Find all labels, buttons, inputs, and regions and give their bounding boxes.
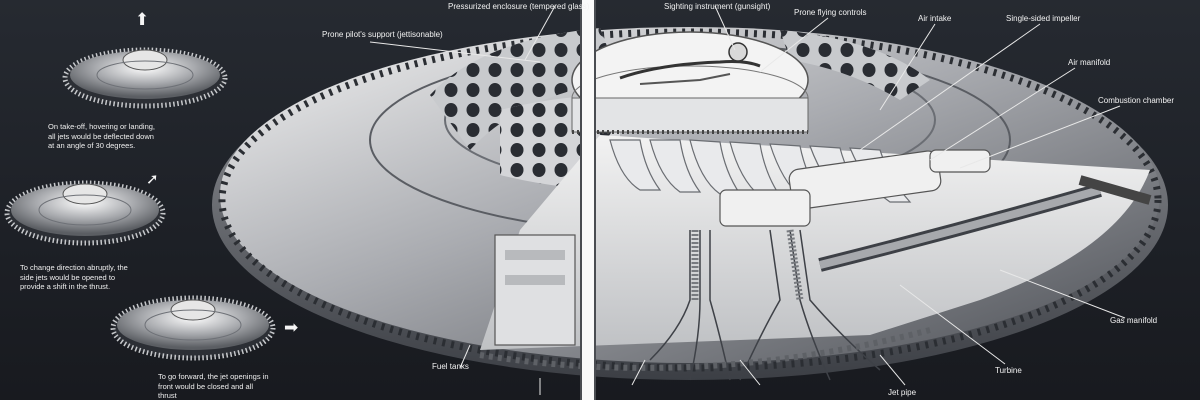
mini-saucer-turn — [4, 180, 166, 246]
label-prone-pilot-support: Prone pilot's support (jettisonable) — [322, 30, 443, 39]
label-single-sided-impeller: Single-sided impeller — [1006, 14, 1081, 23]
label-combustion-chamber: Combustion chamber — [1098, 96, 1175, 105]
leader-lines — [369, 5, 1126, 395]
label-prone-flying-controls: Prone flying controls — [794, 8, 867, 17]
label-fuel-tanks: Fuel tanks — [432, 362, 469, 371]
mini-saucer-forward — [110, 295, 276, 361]
note-forward: To go forward, the jet openings in front… — [158, 372, 269, 400]
page-fold — [580, 0, 596, 400]
diagonal-arrow-icon: ➚ — [146, 170, 159, 188]
up-arrow-icon: ⬆ — [135, 10, 150, 30]
right-arrow-icon: ➡ — [284, 318, 299, 338]
pilot-cockpit — [571, 31, 809, 134]
label-sighting-instrument: Sighting instrument (gunsight) — [664, 2, 771, 11]
label-air-manifold: Air manifold — [1068, 58, 1111, 67]
label-jet-pipe: Jet pipe — [888, 388, 917, 397]
engine-interior — [479, 135, 1152, 381]
note-takeoff: On take-off, hovering or landing, all je… — [48, 122, 156, 151]
label-pressurized-enclosure: Pressurized enclosure (tempered glass) — [448, 2, 590, 11]
mini-saucer-hover — [62, 47, 228, 109]
label-air-intake: Air intake — [918, 14, 952, 23]
label-turbine: Turbine — [995, 366, 1022, 375]
label-gas-manifold: Gas manifold — [1110, 316, 1158, 325]
note-change-direction: To change direction abruptly, the side j… — [20, 263, 128, 292]
